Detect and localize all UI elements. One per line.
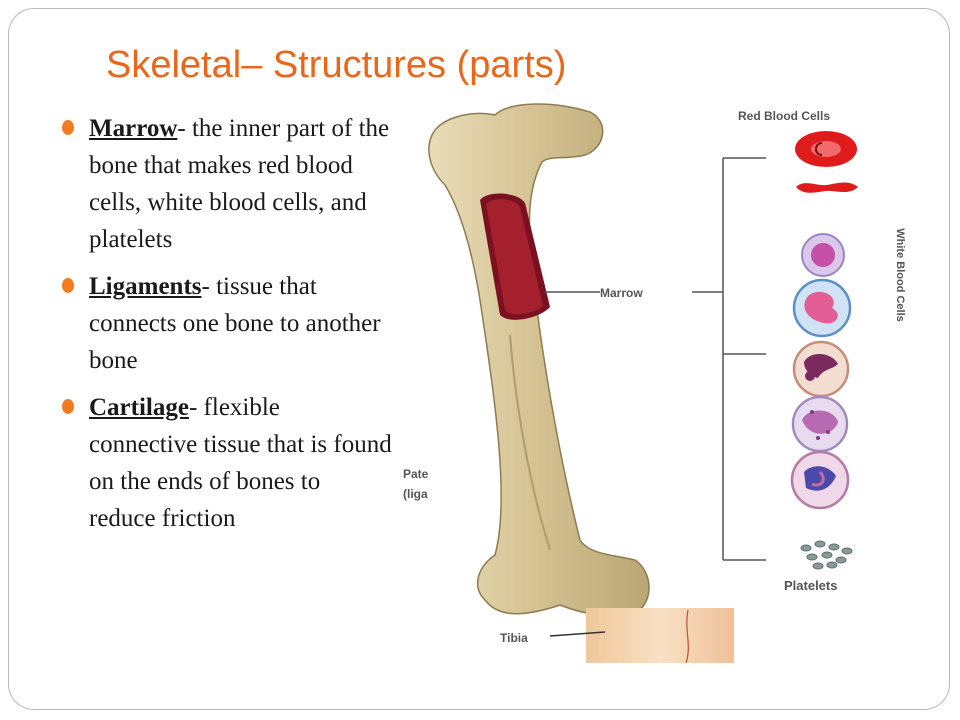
platelets-icon [800,540,853,570]
platelets-label: Platelets [784,578,837,593]
definition-cartilage: - flexible connective tissue that is fou… [89,394,392,532]
definition-ligaments: - tissue that connects one bone to anoth… [89,273,381,374]
white-blood-cell-icon-1 [801,233,845,277]
tibia-leader-line [549,631,606,637]
white-blood-cell-icon-3 [792,340,850,398]
term-marrow: Marrow [89,115,178,142]
marrow-label: Marrow [600,286,643,300]
bullet-dot-icon [62,278,74,293]
patella-label-partial-1: Pate [403,467,429,481]
bullet-ligaments: Ligaments- tissue that connects one bone… [62,268,392,379]
tibia-label: Tibia [500,631,528,645]
slide-title: Skeletal– Structures (parts) [106,44,567,86]
marrow-bracket [545,157,766,561]
bullet-marrow: Marrow- the inner part of the bone that … [62,110,392,258]
bone-marrow-diagram: Tibia Pate (liga Marrow Red Blood Cells … [403,103,906,664]
bullet-dot-icon [62,120,74,135]
white-blood-cells-label: White Blood Cells [894,228,906,322]
red-blood-cell-icon [795,131,857,167]
bullet-dot-icon [62,399,74,414]
bullet-cartilage: Cartilage- flexible connective tissue th… [62,389,392,537]
red-blood-cells-label: Red Blood Cells [738,109,830,123]
marrow-cavity [486,198,543,315]
white-blood-cell-icon-4 [791,395,849,453]
tibia-bone [586,608,734,664]
red-blood-cell-side-icon [796,182,858,193]
white-blood-cell-icon-5 [790,450,850,510]
bullet-list: Marrow- the inner part of the bone that … [62,110,392,547]
white-blood-cell-icon-2 [792,278,852,338]
patella-label-partial-2: (liga [403,487,428,501]
femur-bone [428,103,650,617]
definition-marrow: - the inner part of the bone that makes … [89,115,390,253]
term-ligaments: Ligaments [89,273,202,300]
term-cartilage: Cartilage [89,394,189,421]
